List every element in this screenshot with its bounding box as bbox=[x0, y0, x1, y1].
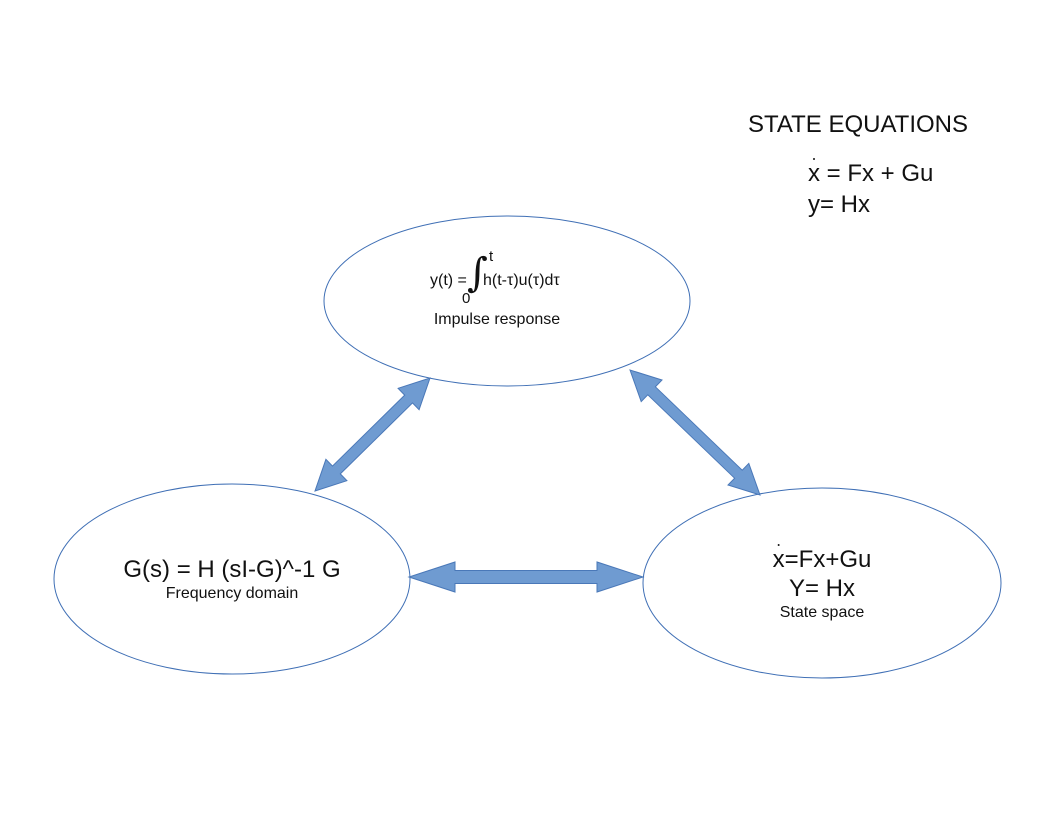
frequency-domain-label: Frequency domain bbox=[165, 585, 299, 602]
integral-upper-limit: t bbox=[489, 248, 494, 265]
impulse-response-label: Impulse response bbox=[433, 311, 561, 328]
state-space-equation-1: x=Fx+Gu bbox=[772, 544, 872, 574]
impulse-integrand: h(t-τ)u(τ)dτ bbox=[483, 272, 560, 289]
state-space-ellipse bbox=[642, 487, 1002, 679]
integral-sign: ∫ bbox=[467, 250, 488, 296]
integral-lower-limit: 0 bbox=[462, 290, 471, 307]
x-dot-symbol: x bbox=[808, 158, 820, 187]
x-dot-symbol-2: x bbox=[772, 544, 785, 573]
state-equation-2: y= Hx bbox=[808, 191, 871, 218]
state-space-equation-2: Y= Hx bbox=[788, 575, 856, 602]
state-equations-title: STATE EQUATIONS bbox=[748, 111, 969, 138]
state-equation-1-rest: = Fx + Gu bbox=[820, 160, 934, 187]
frequency-domain-ellipse bbox=[53, 483, 411, 675]
state-equation-1: x = Fx + Gu bbox=[808, 158, 934, 188]
frequency-domain-equation: G(s) = H (sI-G)^-1 G bbox=[123, 556, 341, 583]
arrow-frequency-statespace bbox=[407, 561, 645, 593]
impulse-lhs: y(t) = bbox=[430, 272, 467, 289]
state-space-label: State space bbox=[779, 604, 865, 621]
arrow-impulse-frequency bbox=[314, 377, 431, 492]
arrow-impulse-statespace bbox=[629, 369, 761, 496]
impulse-response-ellipse bbox=[323, 215, 691, 387]
state-space-equation-1-rest: =Fx+Gu bbox=[784, 546, 872, 573]
